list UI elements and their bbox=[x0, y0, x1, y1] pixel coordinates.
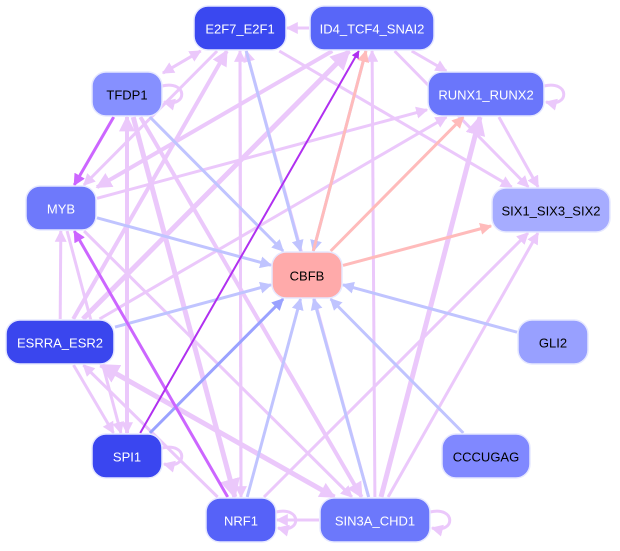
node-box[interactable] bbox=[193, 5, 287, 51]
edge-cbfb-to-six1-six3-six2 bbox=[342, 222, 493, 267]
node-gli2[interactable]: GLI2 bbox=[517, 319, 589, 365]
node-box[interactable] bbox=[5, 319, 115, 365]
edge-esrra-esr2-to-runx1-runx2 bbox=[98, 115, 448, 321]
edge-sin3a-chd1-to-cbfb bbox=[310, 297, 371, 498]
node-label: ESRRA_ESR2 bbox=[17, 336, 103, 351]
edges-layer bbox=[54, 22, 566, 537]
node-myb[interactable]: MYB bbox=[25, 185, 97, 231]
edge-spi1-to-id4-tcf4-snai2 bbox=[139, 50, 360, 434]
edge-tfdp1-to-cbfb bbox=[148, 115, 285, 253]
node-cbfb[interactable]: CBFB bbox=[271, 251, 343, 299]
edge-sin3a-chd1-to-sin3a-chd1 bbox=[429, 509, 452, 537]
edge-id4-tcf4-snai2-to-runx1-runx2 bbox=[410, 49, 448, 73]
edge-esrra-esr2-to-sin3a-chd1 bbox=[99, 363, 336, 499]
node-runx1-runx2[interactable]: RUNX1_RUNX2 bbox=[427, 71, 545, 117]
edge-esrra-esr2-to-spi1 bbox=[72, 364, 115, 435]
edge-spi1-to-spi1 bbox=[161, 445, 184, 473]
edge-cbfb-to-runx1-runx2 bbox=[329, 115, 465, 253]
node-label: NRF1 bbox=[224, 514, 258, 529]
edge-sin3a-chd1-to-runx1-runx2 bbox=[378, 115, 486, 498]
edge-id4-tcf4-snai2-to-myb bbox=[95, 49, 334, 189]
node-label: SIN3A_CHD1 bbox=[335, 514, 415, 529]
node-six1-six3-six2[interactable]: SIX1_SIX3_SIX2 bbox=[491, 187, 611, 233]
node-label: CBFB bbox=[290, 269, 325, 284]
node-box[interactable] bbox=[271, 251, 343, 299]
node-box[interactable] bbox=[91, 433, 163, 479]
edge-runx1-runx2-to-six1-six3-six2 bbox=[497, 116, 540, 189]
edge-tfdp1-to-myb bbox=[73, 116, 115, 187]
edge-myb-to-cbfb bbox=[96, 216, 273, 269]
node-label: SIX1_SIX3_SIX2 bbox=[501, 204, 600, 219]
edge-runx1-runx2-to-runx1-runx2 bbox=[543, 83, 566, 111]
node-box[interactable] bbox=[491, 187, 611, 233]
edge-gli2-to-cbfb bbox=[341, 281, 518, 334]
edge-nrf1-to-e2f7-e2f1 bbox=[234, 49, 247, 498]
node-cccugag[interactable]: CCCUGAG bbox=[441, 433, 531, 479]
node-box[interactable] bbox=[517, 319, 589, 365]
node-spi1[interactable]: SPI1 bbox=[91, 433, 163, 479]
edge-sin3a-chd1-to-six1-six3-six2 bbox=[386, 231, 540, 498]
node-sin3a-chd1[interactable]: SIN3A_CHD1 bbox=[319, 497, 431, 543]
edge-esrra-esr2-to-myb bbox=[54, 229, 67, 320]
edge-sin3a-chd1-to-id4-tcf4-snai2 bbox=[366, 49, 379, 498]
node-label: CCCUGAG bbox=[453, 450, 519, 465]
node-label: E2F7_E2F1 bbox=[205, 22, 274, 37]
node-label: ID4_TCF4_SNAI2 bbox=[320, 22, 425, 37]
edge-esrra-esr2-to-cbfb bbox=[114, 281, 273, 329]
node-box[interactable] bbox=[427, 71, 545, 117]
edge-tfdp1-to-tfdp1 bbox=[161, 83, 184, 111]
node-e2f7-e2f1[interactable]: E2F7_E2F1 bbox=[193, 5, 287, 51]
edge-tfdp1-to-e2f7-e2f1 bbox=[162, 49, 202, 75]
nodes-layer: E2F7_E2F1 ID4_TCF4_SNAI2 TFDP1 RUNX1_RUN… bbox=[5, 5, 611, 543]
node-nrf1[interactable]: NRF1 bbox=[205, 497, 277, 543]
node-tfdp1[interactable]: TFDP1 bbox=[91, 71, 163, 117]
edge-spi1-to-cbfb bbox=[148, 297, 285, 435]
edge-cccugag-to-cbfb bbox=[329, 297, 465, 435]
node-box[interactable] bbox=[91, 71, 163, 117]
node-box[interactable] bbox=[441, 433, 531, 479]
node-label: SPI1 bbox=[113, 450, 141, 465]
node-esrra-esr2[interactable]: ESRRA_ESR2 bbox=[5, 319, 115, 365]
edge-tfdp1-to-sin3a-chd1 bbox=[138, 115, 364, 499]
node-id4-tcf4-snai2[interactable]: ID4_TCF4_SNAI2 bbox=[309, 5, 435, 51]
node-box[interactable] bbox=[309, 5, 435, 51]
node-label: GLI2 bbox=[539, 336, 567, 351]
node-label: TFDP1 bbox=[106, 88, 147, 103]
node-box[interactable] bbox=[25, 185, 97, 231]
edge-cbfb-to-id4-tcf4-snai2 bbox=[311, 49, 369, 252]
node-box[interactable] bbox=[319, 497, 431, 543]
node-label: MYB bbox=[47, 202, 75, 217]
edge-nrf1-to-cbfb bbox=[245, 297, 304, 498]
node-label: RUNX1_RUNX2 bbox=[438, 88, 533, 103]
edge-nrf1-to-myb bbox=[73, 229, 229, 498]
node-box[interactable] bbox=[205, 497, 277, 543]
edge-e2f7-e2f1-to-cbfb bbox=[244, 50, 304, 253]
